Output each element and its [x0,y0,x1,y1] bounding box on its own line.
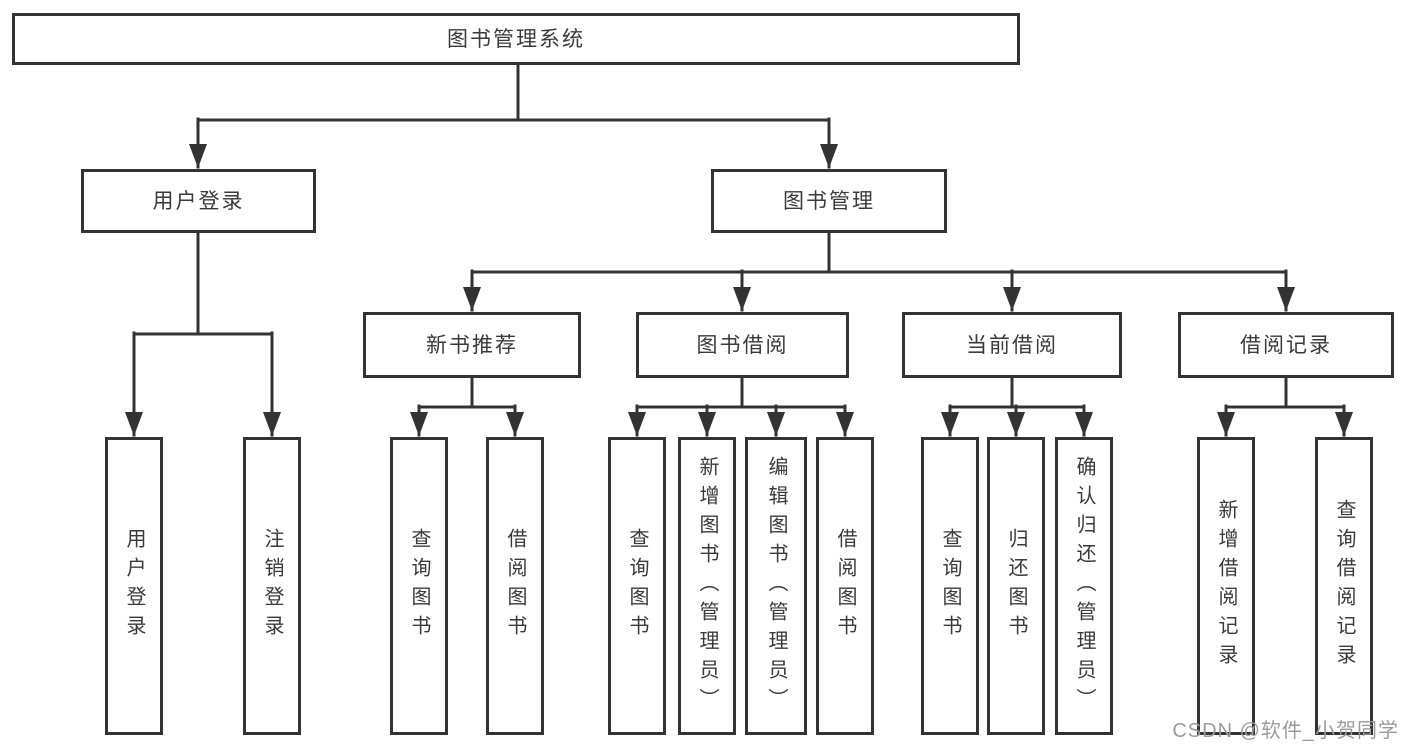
leaf-query-books-current: 查询图书 [921,437,979,735]
node-new-book-recommend: 新书推荐 [363,312,581,378]
connector-group [125,63,1353,437]
leaf-confirm-return-admin: 确认归还（管理员） [1055,437,1113,735]
node-book-management: 图书管理 [711,169,947,233]
csdn-watermark: CSDN @软件_小贺同学 [1172,720,1399,742]
leaf-add-borrow-record: 新增借阅记录 [1197,437,1255,735]
leaf-borrow-books: 借阅图书 [816,437,874,735]
leaf-query-books-borrow: 查询图书 [608,437,666,735]
node-book-borrow: 图书借阅 [636,312,849,378]
leaf-return-books: 归还图书 [987,437,1045,735]
leaf-query-books-recommend: 查询图书 [390,437,448,735]
node-user-login: 用户登录 [81,169,316,233]
leaf-user-login: 用户登录 [105,437,163,735]
leaf-edit-books-admin: 编辑图书（管理员） [745,437,807,735]
leaf-query-borrow-record: 查询借阅记录 [1315,437,1373,735]
node-current-borrow: 当前借阅 [902,312,1122,378]
node-borrow-records: 借阅记录 [1178,312,1394,378]
leaf-add-books-admin: 新增图书（管理员） [678,437,736,735]
node-library-management-system: 图书管理系统 [12,13,1020,65]
leaf-borrow-books-recommend: 借阅图书 [486,437,544,735]
leaf-logout: 注销登录 [243,437,301,735]
